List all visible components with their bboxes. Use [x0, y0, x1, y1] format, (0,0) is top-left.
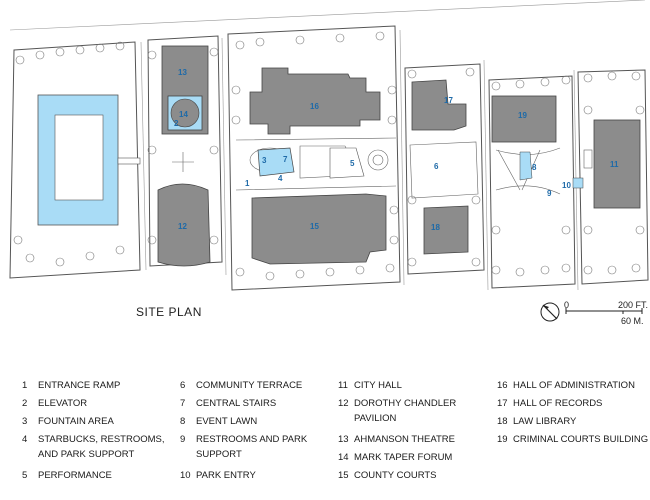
map-label-12: 12 [178, 222, 187, 231]
legend-number: 6 [180, 380, 186, 391]
map-label-10: 10 [562, 181, 571, 190]
map-label-1: 1 [245, 179, 250, 188]
map-label-5: 5 [350, 159, 355, 168]
map-label-16: 16 [310, 102, 319, 111]
site-plan-title: SITE PLAN [136, 305, 202, 319]
map-number-labels: 13 14 2 12 16 3 1 4 7 5 15 17 6 18 19 8 … [174, 68, 619, 232]
building-15 [251, 193, 387, 265]
building-11 [593, 119, 641, 209]
reflecting-pool [37, 94, 141, 226]
legend-number: 14 [338, 452, 349, 463]
legend-number: 4 [22, 434, 28, 445]
legend-number: 2 [22, 398, 28, 409]
map-label-7: 7 [283, 155, 288, 164]
legend-number: 13 [338, 434, 349, 445]
building-17 [411, 79, 467, 131]
building-12 [157, 183, 211, 267]
legend-label: HALL OF RECORDS [513, 398, 603, 409]
legend-label: STARBUCKS, RESTROOMS, AND PARK SUPPORT [38, 434, 165, 460]
scale-meters-label: 60 M. [621, 316, 644, 326]
building-16 [249, 67, 381, 135]
scale-feet-label: 200 FT. [618, 300, 649, 310]
legend-number: 10 [180, 470, 191, 481]
legend-label: AHMANSON THEATRE [354, 434, 455, 445]
legend-label: HALL OF ADMINISTRATION [513, 380, 635, 391]
legend-label: COUNTY COURTS [354, 470, 437, 481]
map-label-6: 6 [434, 162, 439, 171]
map-label-11: 11 [610, 160, 619, 169]
legend-label: FOUNTAIN AREA [38, 416, 114, 427]
building-18 [423, 205, 469, 255]
legend-number: 15 [338, 470, 349, 481]
legend-label: PERFORMANCE [38, 470, 112, 481]
map-label-3: 3 [262, 156, 267, 165]
north-arrow-and-scale [540, 302, 643, 322]
legend-number: 17 [497, 398, 508, 409]
mark-taper-forum [167, 95, 203, 131]
legend-number: 16 [497, 380, 508, 391]
scale-zero-label: 0 [564, 300, 570, 310]
site-plan-map: 13 14 2 12 16 3 1 4 7 5 15 17 6 18 19 8 … [9, 0, 649, 291]
legend-number: 12 [338, 398, 349, 409]
legend-label: CENTRAL STAIRS [196, 398, 277, 409]
buildings [157, 45, 641, 267]
map-label-14: 14 [179, 110, 188, 119]
legend-label: MARK TAPER FORUM [354, 452, 453, 463]
legend-number: 11 [338, 380, 348, 391]
fountain-area [257, 147, 533, 181]
legend-number: 9 [180, 434, 186, 445]
legend-label: ENTRANCE RAMP [38, 380, 121, 391]
legend-number: 3 [22, 416, 28, 427]
legend-number: 8 [180, 416, 186, 427]
map-label-4: 4 [278, 174, 283, 183]
map-label-18: 18 [431, 223, 440, 232]
trees [13, 31, 645, 281]
legend-number: 1 [22, 380, 28, 391]
scale-bar [565, 308, 643, 314]
legend-label: LAW LIBRARY [513, 416, 577, 427]
legend-label: CITY HALL [354, 380, 402, 391]
map-label-9: 9 [547, 189, 552, 198]
legend-label: EVENT LAWN [196, 416, 258, 427]
map-label-8: 8 [532, 163, 537, 172]
legend-number: 7 [180, 398, 186, 409]
north-arrow-icon [540, 302, 560, 322]
legend-label: DOROTHY CHANDLER PAVILION [354, 398, 457, 424]
legend-label: ELEVATOR [38, 398, 88, 409]
park-entry-steps [572, 177, 584, 189]
map-label-13: 13 [178, 68, 187, 77]
legend-label: CRIMINAL COURTS BUILDING [513, 434, 649, 445]
map-label-17: 17 [444, 96, 453, 105]
map-label-2: 2 [174, 119, 179, 128]
legend-label: PARK ENTRY [196, 470, 256, 481]
building-19 [491, 95, 557, 143]
legend-number: 19 [497, 434, 508, 445]
map-label-15: 15 [310, 222, 319, 231]
legend-label: COMMUNITY TERRACE [196, 380, 303, 391]
legend-number: 5 [22, 470, 28, 481]
legend-label: RESTROOMS AND PARK SUPPORT [196, 434, 308, 460]
map-label-19: 19 [518, 111, 527, 120]
legend-number: 18 [497, 416, 508, 427]
